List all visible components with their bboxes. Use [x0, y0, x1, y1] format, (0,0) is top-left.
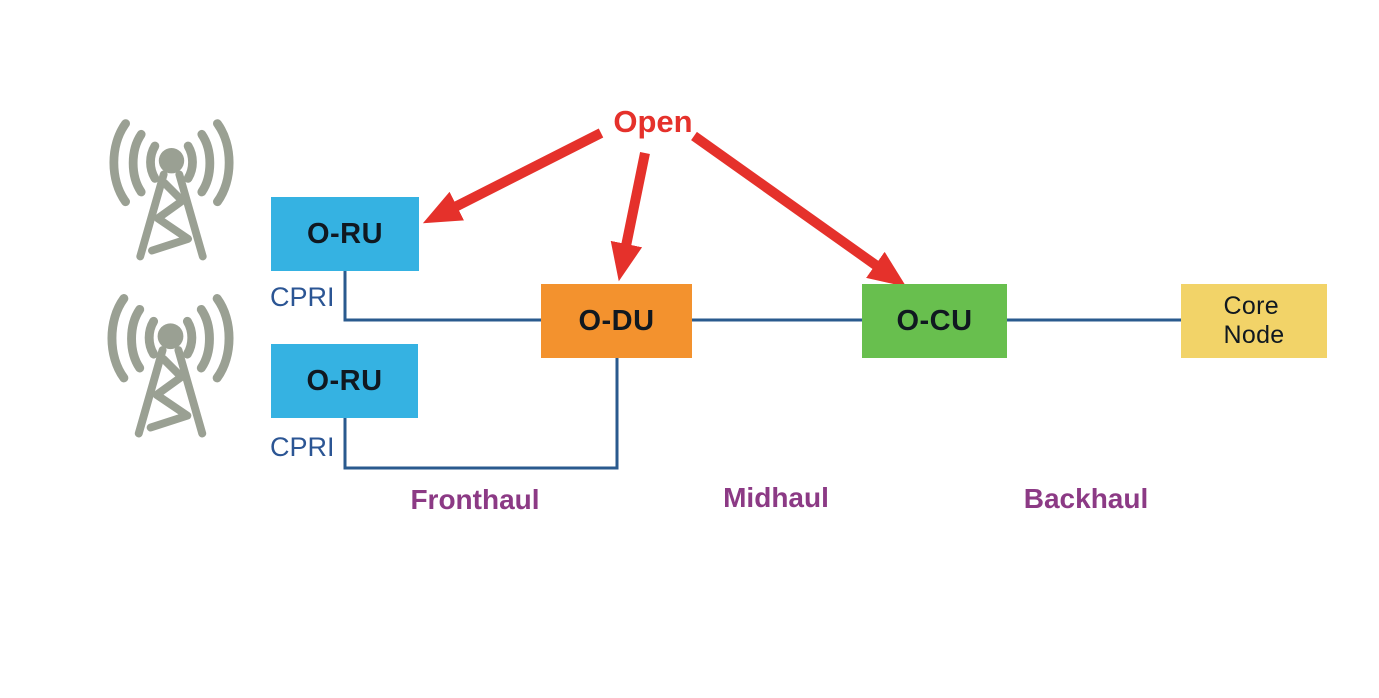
fronthaul-line-oru1-odu	[343, 271, 541, 322]
node-o-du: O-DU	[541, 284, 692, 358]
radio-tower-antenna-icon	[108, 116, 235, 266]
cpri-label-2: CPRI	[270, 432, 335, 462]
node-o-ru-2: O-RU	[271, 344, 418, 418]
arrow-open-to-oru	[422, 128, 604, 224]
radio-tower-antenna-icon	[106, 289, 235, 445]
node-o-ru-1: O-RU	[271, 197, 419, 271]
node-o-cu: O-CU	[862, 284, 1007, 358]
midhaul-label: Midhaul	[723, 482, 829, 513]
node-core-node: Core Node	[1181, 284, 1327, 358]
arrow-open-to-odu	[610, 151, 650, 282]
backhaul-label: Backhaul	[1023, 483, 1149, 514]
arrow-open-to-ocu	[691, 131, 907, 287]
open-label: Open	[613, 104, 693, 139]
fronthaul-label: Fronthaul	[410, 484, 540, 515]
cpri-label-1: CPRI	[270, 282, 335, 312]
